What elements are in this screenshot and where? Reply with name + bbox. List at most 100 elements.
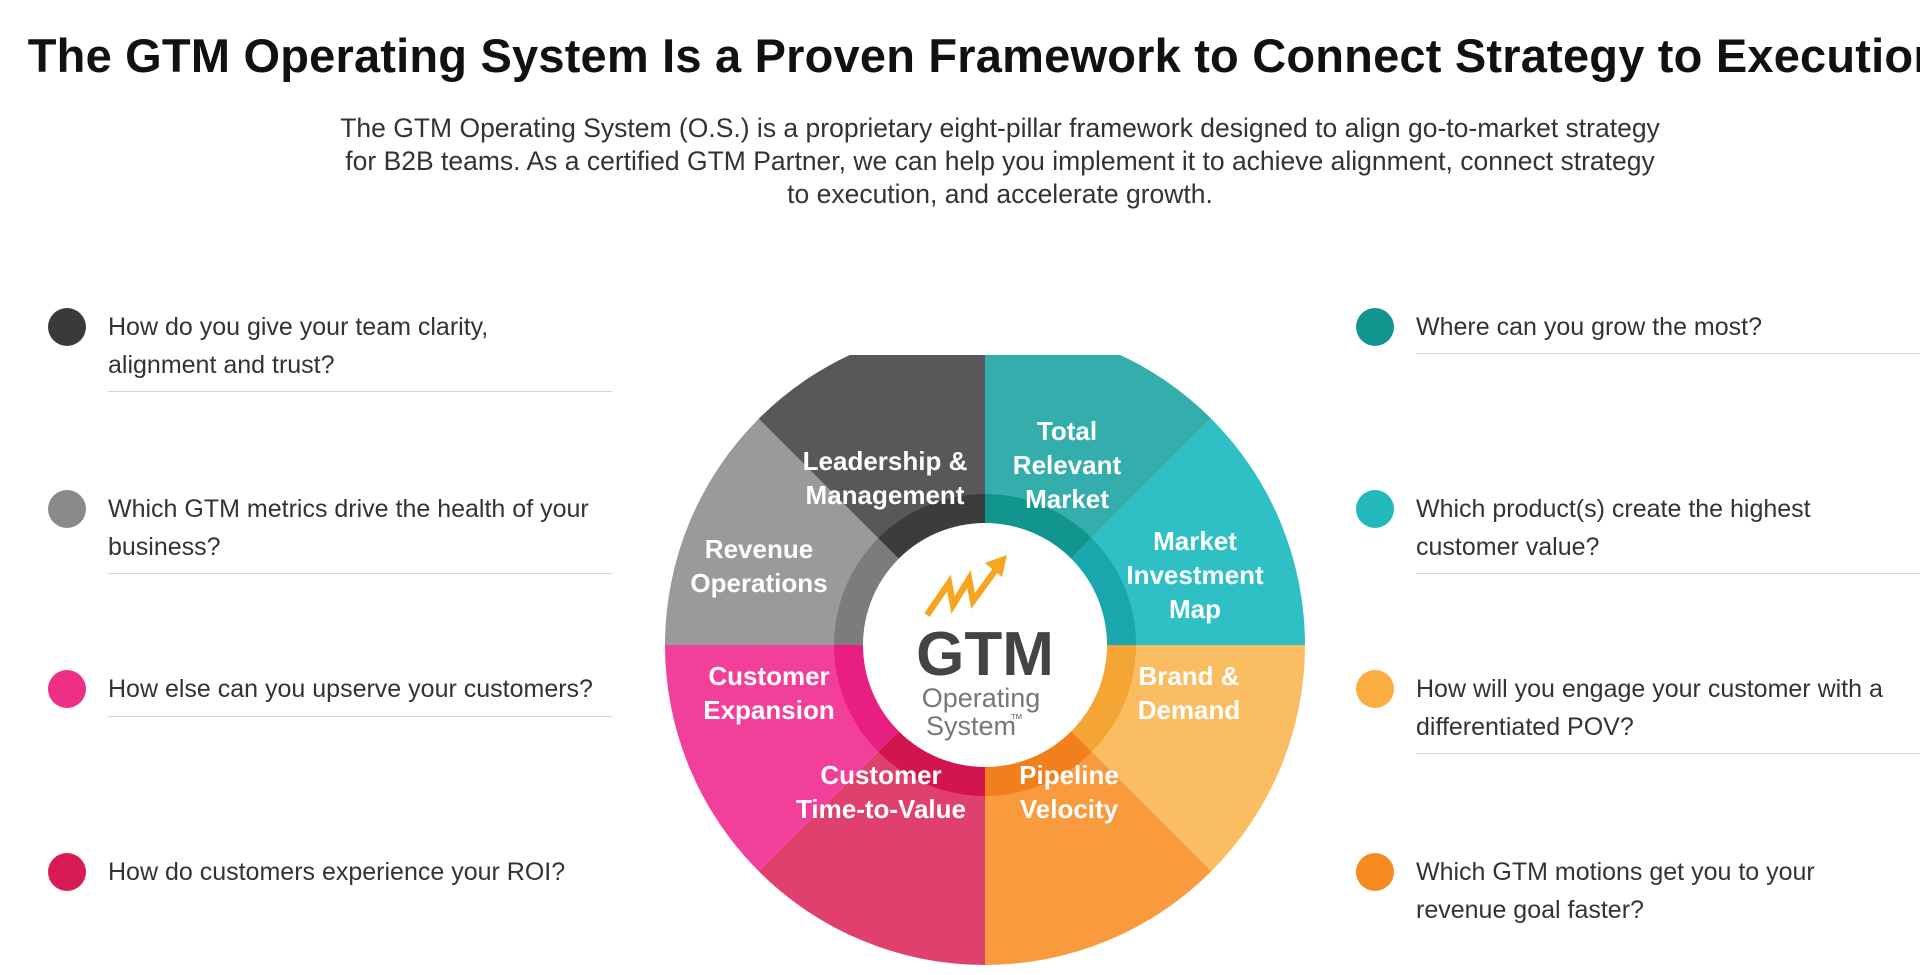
- bullet-dot: [48, 670, 86, 708]
- wheel-segment: [985, 355, 1212, 539]
- logo-subtitle-2: System: [926, 711, 1016, 741]
- question-text: Which GTM motions get you to your revenu…: [1416, 853, 1815, 929]
- wheel-segment-label-line: Total: [1037, 416, 1097, 446]
- bullet-dot: [48, 853, 86, 891]
- divider: [1416, 753, 1920, 754]
- question-line-2: differentiated POV?: [1416, 713, 1634, 741]
- wheel-inner-ring-segment: [985, 494, 1092, 561]
- wheel-segment-label-line: Investment: [1126, 560, 1264, 590]
- divider: [108, 391, 612, 392]
- question-left-4: How do customers experience your ROI?: [48, 853, 618, 898]
- wheel-segment-label-line: Demand: [1138, 695, 1241, 725]
- wheel-segment: [758, 751, 985, 965]
- wheel-segment-label: Brand & Demand: [1138, 661, 1241, 725]
- question-right-2: Which product(s) create the highest cust…: [1356, 490, 1920, 575]
- question-right-1: Where can you grow the most?: [1356, 308, 1920, 358]
- bullet-dot: [48, 308, 86, 346]
- question-text: How will you engage your customer with a…: [1416, 670, 1883, 746]
- bullet-dot: [1356, 308, 1394, 346]
- divider: [1416, 573, 1920, 574]
- logo-wordmark: GTM: [916, 620, 1054, 689]
- wheel-segment-label-line: Expansion: [703, 695, 834, 725]
- intro-line-1: The GTM Operating System (O.S.) is a pro…: [340, 113, 1660, 143]
- wheel-segment-label-line: Relevant: [1013, 450, 1122, 480]
- question-text: How else can you upserve your customers?: [108, 670, 593, 708]
- wheel-segment-label-line: Time-to-Value: [796, 794, 966, 824]
- bullet-dot: [1356, 490, 1394, 528]
- question-left-2: Which GTM metrics drive the health of yo…: [48, 490, 618, 575]
- question-text: How do customers experience your ROI?: [108, 853, 565, 891]
- wheel-segment-label-line: Management: [806, 480, 965, 510]
- intro-line-3: to execution, and accelerate growth.: [787, 179, 1213, 209]
- divider: [1416, 353, 1920, 354]
- wheel-segment-label-line: Pipeline: [1019, 760, 1119, 790]
- bullet-dot: [1356, 853, 1394, 891]
- wheel-segment-label: Leadership & Management: [803, 446, 968, 510]
- wheel-inner-ring-segment: [878, 494, 985, 561]
- wheel-segment: [985, 751, 1212, 965]
- wheel-segment: [665, 418, 879, 645]
- divider: [108, 573, 612, 574]
- question-line-1: How will you engage your customer with a: [1416, 675, 1883, 703]
- question-line-1: Which GTM metrics drive the health of yo…: [108, 495, 589, 523]
- question-left-1: How do you give your team clarity, align…: [48, 308, 618, 393]
- question-line-1: Where can you grow the most?: [1416, 313, 1762, 341]
- wheel-segment-label-line: Leadership &: [803, 446, 968, 476]
- page-title: The GTM Operating System Is a Proven Fra…: [27, 29, 1920, 82]
- wheel-segment: [665, 645, 879, 872]
- wheel-segment-label-line: Customer: [820, 760, 941, 790]
- question-text: Which GTM metrics drive the health of yo…: [108, 490, 589, 566]
- wheel-segment-label-line: Operations: [690, 568, 827, 598]
- wheel-inner-ring-segment: [878, 729, 985, 796]
- question-line-1: How do you give your team clarity,: [108, 313, 489, 341]
- question-line-2: customer value?: [1416, 533, 1600, 561]
- wheel-segment-label-line: Map: [1169, 594, 1221, 624]
- wheel-segment-label-line: Market: [1153, 526, 1237, 556]
- divider: [108, 716, 612, 717]
- question-line-1: How do customers experience your ROI?: [108, 858, 566, 886]
- wheel-inner-ring-segment: [1069, 538, 1136, 645]
- question-right-3: How will you engage your customer with a…: [1356, 670, 1920, 755]
- question-left-3: How else can you upserve your customers?: [48, 670, 618, 720]
- wheel-segment-label-line: Market: [1025, 484, 1109, 514]
- intro-paragraph: The GTM Operating System (O.S.) is a pro…: [260, 112, 1740, 211]
- question-text: Which product(s) create the highest cust…: [1416, 490, 1811, 566]
- question-right-4: Which GTM motions get you to your revenu…: [1356, 853, 1920, 938]
- bullet-dot: [48, 490, 86, 528]
- wheel-segments: [665, 355, 1305, 965]
- wheel-inner-ring: [834, 494, 1136, 796]
- bullet-dot: [1356, 670, 1394, 708]
- wheel-segment-label-line: Brand &: [1138, 661, 1239, 691]
- question-line-1: Which GTM motions get you to your: [1416, 858, 1815, 886]
- question-line-2: business?: [108, 533, 221, 561]
- wheel-segment: [758, 355, 985, 539]
- question-line-2: alignment and trust?: [108, 351, 335, 379]
- gtm-logo: GTM Operating System ™: [916, 555, 1054, 741]
- wheel-segment: [1091, 645, 1305, 872]
- wheel-segment-label-line: Revenue: [705, 534, 813, 564]
- logo-subtitle-1: Operating: [922, 683, 1041, 713]
- question-text: How do you give your team clarity, align…: [108, 308, 488, 384]
- wheel-inner-ring-segment: [834, 538, 901, 645]
- intro-line-2: for B2B teams. As a certified GTM Partne…: [345, 146, 1655, 176]
- question-line-1: How else can you upserve your customers?: [108, 675, 593, 703]
- wheel-inner-ring-segment: [985, 729, 1092, 796]
- wheel-center-disc: [863, 523, 1107, 767]
- arrowhead-icon: [985, 555, 1007, 577]
- wheel-segment-label-line: Customer: [708, 661, 829, 691]
- question-line-1: Which product(s) create the highest: [1416, 495, 1811, 523]
- growth-arrow-icon: [924, 566, 1000, 617]
- wheel-segment-label-line: Velocity: [1020, 794, 1119, 824]
- question-line-2: revenue goal faster?: [1416, 896, 1644, 924]
- wheel-segment: [1091, 418, 1305, 645]
- question-text: Where can you grow the most?: [1416, 308, 1762, 346]
- wheel-inner-ring-segment: [1069, 645, 1136, 752]
